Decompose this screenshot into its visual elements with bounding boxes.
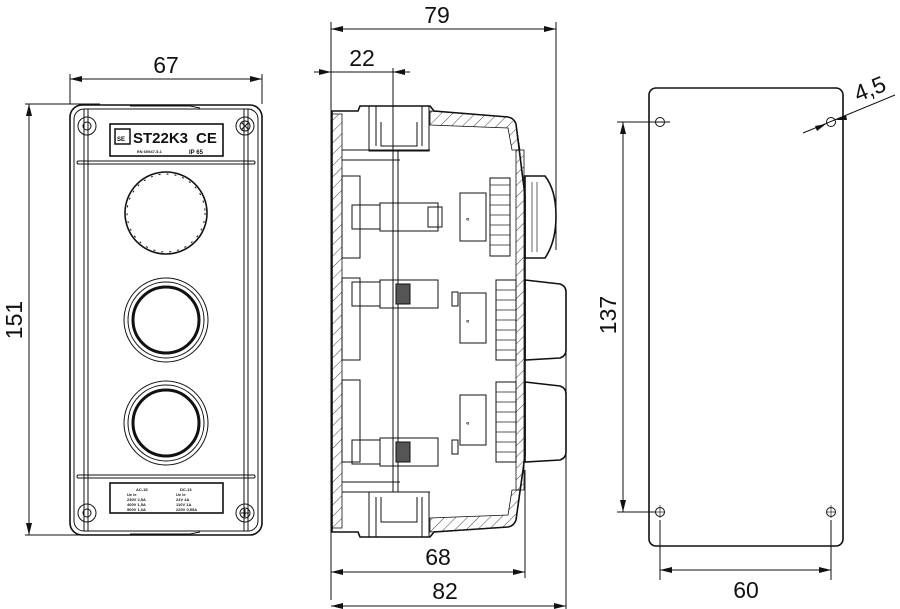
nameplate: SE ST22K3 CE EN 60947-5-1 IP 65	[109, 123, 224, 157]
mushroom-button-top	[124, 171, 208, 255]
screw-top-right-icon	[235, 116, 255, 136]
mounting-plate-outline	[648, 87, 844, 547]
mushroom-cap-side	[524, 175, 557, 259]
manufacturer-logo-icon	[114, 128, 131, 145]
dimension-vertical-137: 137	[595, 121, 670, 513]
contact-element-1: «	[351, 192, 487, 242]
rating-dc-row: 110V 1A	[176, 502, 191, 507]
dimension-total-82: 82	[331, 335, 567, 609]
contact-block-back	[341, 175, 361, 259]
chevron-icon: «	[466, 319, 470, 325]
flush-cap-side-2	[524, 279, 567, 361]
contact-block-back	[341, 277, 361, 361]
screw-bottom-left-icon	[77, 503, 97, 523]
chevron-icon: «	[466, 217, 470, 223]
contact-block-back	[341, 379, 361, 463]
rating-dc-title: DC-13	[180, 487, 192, 492]
nameplate-standard: EN 60947-5-1	[137, 149, 163, 154]
nameplate-model: ST22K3	[133, 130, 188, 147]
enclosure-outline	[69, 104, 263, 536]
flush-button-bottom	[123, 380, 209, 466]
front-view: 67 151	[1, 52, 263, 536]
rating-ac-title: AC-15	[136, 487, 148, 492]
dimension-body-68: 68	[331, 470, 526, 578]
dimension-width-67: 67	[69, 52, 263, 104]
knurled-ring-2	[495, 279, 517, 361]
knurled-ring-1	[489, 177, 511, 257]
dimension-label: 60	[733, 577, 759, 603]
dimension-label: 68	[425, 544, 451, 570]
mounting-hole	[826, 117, 836, 127]
dimension-depth-79: 79	[330, 2, 557, 600]
ce-mark-icon: CE	[196, 130, 217, 147]
chevron-icon: «	[466, 421, 470, 427]
dimension-label: 151	[1, 301, 27, 339]
dimension-label: 79	[424, 2, 450, 28]
nameplate-protection: IP 65	[189, 150, 204, 156]
contact-element-2: «	[351, 279, 487, 344]
dimension-height-151: 151	[1, 103, 100, 536]
mounting-clip-bottom	[342, 481, 430, 538]
mounting-view: 4,5 137 60	[595, 71, 896, 603]
flush-button-middle	[123, 277, 209, 363]
dimension-offset-22: 22	[314, 45, 410, 150]
rating-ac-row: 400V 1,5A	[127, 502, 146, 507]
dimension-label: 22	[349, 45, 375, 71]
rating-ac-row: 230V 2,5A	[127, 497, 146, 502]
rating-ac-row: 500V 1,0A	[127, 507, 146, 512]
dimension-hole-4-5: 4,5	[802, 71, 896, 134]
rating-plate: AC-15 DC-13 Ue Ie 230V 2,5A 400V 1,5A 50…	[109, 482, 224, 514]
logo-glyph: SE	[117, 137, 125, 143]
rating-dc-row: Ue Ie	[176, 492, 186, 497]
screw-top-left-icon	[77, 116, 97, 136]
dimension-label: 82	[432, 578, 458, 604]
knurled-ring-3	[495, 381, 517, 463]
rating-ac-row: Ue Ie	[127, 492, 137, 497]
contact-element-3: «	[351, 394, 487, 467]
flush-cap-side-3	[524, 381, 567, 463]
mounting-clip-top	[342, 105, 430, 161]
dimension-label: 4,5	[850, 71, 889, 107]
rating-dc-row: 24V 4A	[176, 497, 189, 502]
side-view: 79 22 68 82	[314, 2, 567, 609]
rating-dc-row: 220V 0,55A	[176, 507, 197, 512]
dimension-label: 67	[153, 52, 179, 78]
dimension-horizontal-60: 60	[659, 520, 832, 603]
screw-bottom-right-icon	[235, 503, 255, 523]
dimension-label: 137	[595, 296, 621, 334]
